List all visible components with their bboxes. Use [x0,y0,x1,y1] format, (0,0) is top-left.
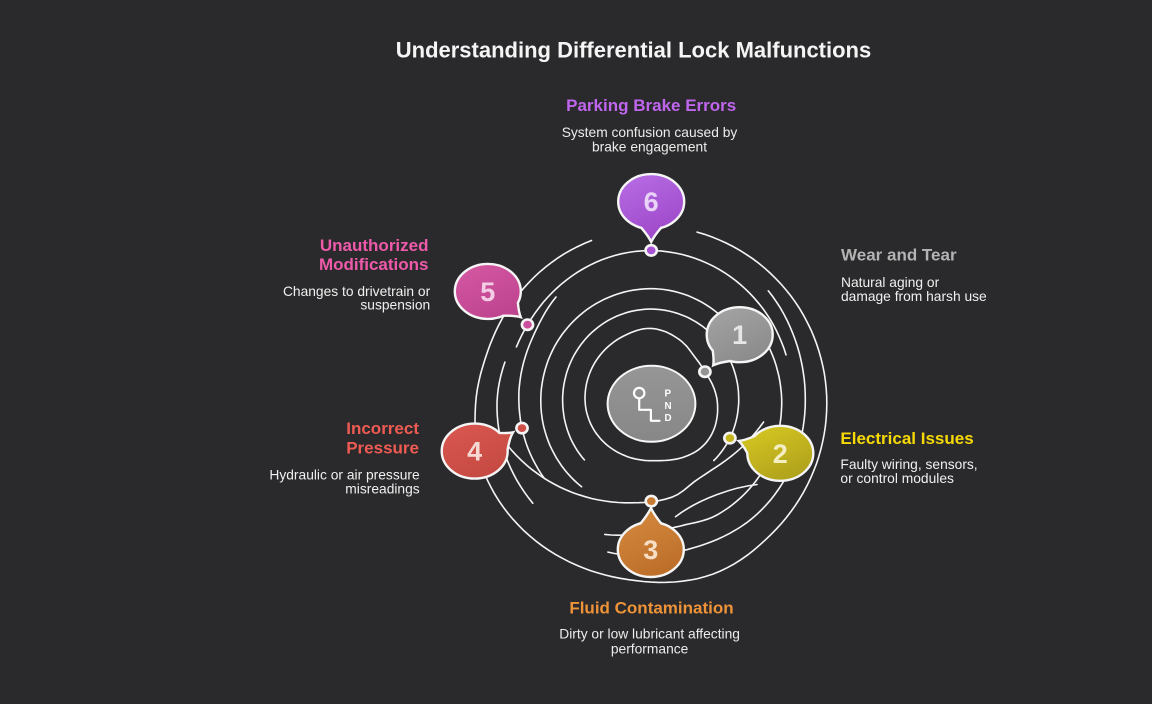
svg-text:6: 6 [644,187,659,217]
svg-text:Modifications: Modifications [319,255,429,274]
svg-text:Wear and Tear: Wear and Tear [841,246,957,265]
svg-text:2: 2 [773,439,788,469]
svg-text:Electrical Issues: Electrical Issues [840,429,973,448]
svg-text:Unauthorized: Unauthorized [320,236,429,255]
svg-text:Dirty or low lubricant affecti: Dirty or low lubricant affecting [559,627,740,642]
svg-text:Hydraulic or air pressure: Hydraulic or air pressure [269,467,420,482]
svg-text:Changes to drivetrain or: Changes to drivetrain or [283,284,431,299]
svg-text:P: P [665,389,672,400]
svg-text:1: 1 [732,320,747,350]
svg-text:Incorrect: Incorrect [346,419,419,438]
svg-text:Pressure: Pressure [346,438,419,457]
svg-text:Faulty wiring, sensors,: Faulty wiring, sensors, [840,457,977,472]
svg-text:Parking Brake Errors: Parking Brake Errors [566,96,736,115]
svg-text:Understanding Differential Loc: Understanding Differential Lock Malfunct… [396,37,871,62]
svg-text:3: 3 [643,535,658,565]
svg-text:or control modules: or control modules [840,471,954,486]
svg-text:damage from harsh use: damage from harsh use [841,289,987,304]
svg-text:brake engagement: brake engagement [592,140,707,155]
svg-text:5: 5 [480,277,495,307]
svg-text:N: N [665,401,672,412]
svg-text:suspension: suspension [360,297,430,312]
svg-text:misreadings: misreadings [345,481,419,496]
svg-text:Fluid Contamination: Fluid Contamination [569,598,733,617]
svg-text:4: 4 [467,437,482,467]
svg-text:D: D [665,413,672,424]
svg-text:System confusion caused by: System confusion caused by [562,125,738,140]
svg-text:Natural aging or: Natural aging or [841,275,940,290]
svg-text:performance: performance [611,642,689,657]
